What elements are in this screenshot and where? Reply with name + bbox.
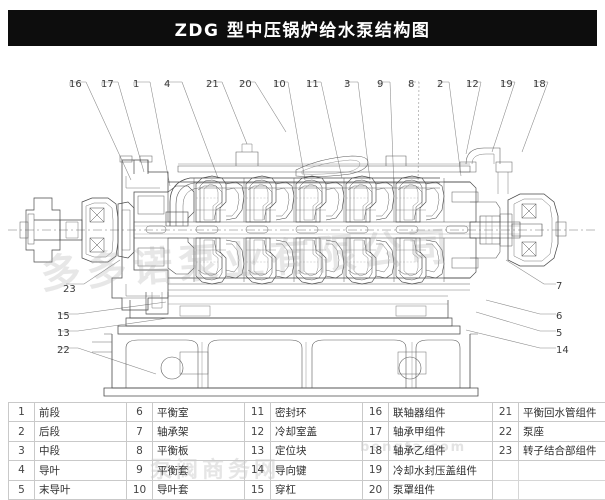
pump-drawing-svg bbox=[8, 81, 598, 397]
legend-number: 9 bbox=[126, 460, 153, 481]
callout-10: 10 bbox=[273, 79, 286, 90]
callout-19: 19 bbox=[500, 79, 513, 90]
callout-12: 12 bbox=[466, 79, 479, 90]
legend-number: 12 bbox=[244, 421, 271, 442]
legend-part-name: 冷却室盖 bbox=[270, 421, 363, 442]
legend-part-name: 泵座 bbox=[518, 421, 605, 442]
legend-part-name: 泵罩组件 bbox=[388, 479, 493, 500]
legend-part-name: 轴承架 bbox=[152, 421, 245, 442]
callout-21: 21 bbox=[206, 79, 219, 90]
legend-number: 19 bbox=[362, 460, 389, 481]
legend-part-name: 平衡回水管组件 bbox=[518, 401, 605, 423]
legend-number: 4 bbox=[8, 460, 35, 481]
callout-22: 22 bbox=[57, 345, 70, 356]
legend-part-name: 冷却水封压盖组件 bbox=[388, 460, 493, 481]
legend-part-name: 中段 bbox=[34, 440, 127, 462]
legend-part-name: 轴承甲组件 bbox=[388, 421, 493, 442]
legend-number: 17 bbox=[362, 421, 389, 442]
callout-17: 17 bbox=[101, 79, 114, 90]
legend-part-name: 转子结合部组件 bbox=[518, 440, 605, 462]
callout-2: 2 bbox=[437, 79, 444, 90]
legend-part-name: 后段 bbox=[34, 421, 127, 442]
legend-part-name: 前段 bbox=[34, 401, 127, 423]
legend-number: 18 bbox=[362, 440, 389, 462]
callout-13: 13 bbox=[57, 328, 70, 339]
legend-part-name: 导叶套 bbox=[152, 479, 245, 500]
callout-5: 5 bbox=[556, 328, 563, 339]
legend-part-name: 轴承乙组件 bbox=[388, 440, 493, 462]
legend-part-name: 平衡套 bbox=[152, 460, 245, 481]
legend-number: 8 bbox=[126, 440, 153, 462]
legend-part-name bbox=[518, 460, 605, 481]
legend-part-name: 平衡板 bbox=[152, 440, 245, 462]
callout-8: 8 bbox=[408, 79, 415, 90]
legend-number: 10 bbox=[126, 479, 153, 500]
callout-4: 4 bbox=[164, 79, 171, 90]
callout-14: 14 bbox=[556, 345, 569, 356]
callout-18: 18 bbox=[533, 79, 546, 90]
legend-number: 15 bbox=[244, 479, 271, 500]
callout-1: 1 bbox=[133, 79, 140, 90]
legend-number bbox=[492, 479, 519, 500]
callout-15: 15 bbox=[57, 311, 70, 322]
legend-number: 5 bbox=[8, 479, 35, 500]
legend-number: 20 bbox=[362, 479, 389, 500]
legend-number: 3 bbox=[8, 440, 35, 462]
title-banner: ZDG 型中压锅炉给水泵结构图 bbox=[8, 10, 597, 46]
legend-number bbox=[492, 460, 519, 481]
legend-number: 11 bbox=[244, 401, 271, 423]
legend-number: 1 bbox=[8, 401, 35, 423]
legend-part-name: 穿杠 bbox=[270, 479, 363, 500]
page-title: ZDG 型中压锅炉给水泵结构图 bbox=[174, 20, 431, 41]
legend-part-name: 定位块 bbox=[270, 440, 363, 462]
legend-number: 2 bbox=[8, 421, 35, 442]
legend-part-name: 导叶 bbox=[34, 460, 127, 481]
legend-part-name: 末导叶 bbox=[34, 479, 127, 500]
legend-part-name: 联轴器组件 bbox=[388, 401, 493, 423]
callout-9: 9 bbox=[377, 79, 384, 90]
legend-number: 16 bbox=[362, 401, 389, 423]
legend-number: 23 bbox=[492, 440, 519, 462]
legend-number: 13 bbox=[244, 440, 271, 462]
callout-16: 16 bbox=[69, 79, 82, 90]
callout-3: 3 bbox=[344, 79, 351, 90]
legend-number: 6 bbox=[126, 401, 153, 423]
legend-number: 22 bbox=[492, 421, 519, 442]
legend-number: 14 bbox=[244, 460, 271, 481]
legend-part-name bbox=[518, 479, 605, 500]
legend-part-name: 密封环 bbox=[270, 401, 363, 423]
legend-part-name: 导向键 bbox=[270, 460, 363, 481]
legend-part-name: 平衡室 bbox=[152, 401, 245, 423]
callout-7: 7 bbox=[556, 281, 563, 292]
callout-23: 23 bbox=[63, 284, 76, 295]
legend-number: 21 bbox=[492, 401, 519, 423]
legend-number: 7 bbox=[126, 421, 153, 442]
callout-11: 11 bbox=[306, 79, 319, 90]
callout-20: 20 bbox=[239, 79, 252, 90]
callout-6: 6 bbox=[556, 311, 563, 322]
